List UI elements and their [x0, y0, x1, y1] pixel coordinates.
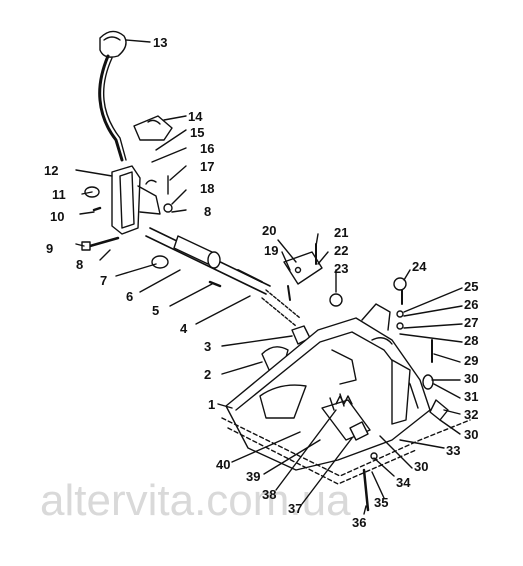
callout-27: 27 [464, 315, 479, 330]
callout-3: 3 [204, 339, 212, 354]
lever-knob [99, 30, 127, 58]
callout-5: 5 [152, 303, 160, 318]
callout-17: 17 [200, 159, 215, 174]
callout-39: 39 [246, 469, 261, 484]
callout-4: 4 [180, 321, 188, 336]
washer [163, 203, 173, 213]
callout-20: 20 [262, 223, 277, 238]
callout-15: 15 [190, 125, 205, 140]
callout-10: 10 [50, 209, 65, 224]
callout-8-lower: 8 [76, 257, 84, 272]
callout-14: 14 [188, 109, 203, 124]
callout-36: 36 [352, 515, 367, 530]
callout-34: 34 [396, 475, 411, 490]
callout-25: 25 [464, 279, 479, 294]
callout-30-b: 30 [464, 427, 479, 442]
callout-21: 21 [334, 225, 349, 240]
callout-13: 13 [153, 35, 168, 50]
callout-22: 22 [334, 243, 349, 258]
callout-38: 38 [262, 487, 277, 502]
callout-6: 6 [126, 289, 134, 304]
callout-9: 9 [46, 241, 54, 256]
gearbox-cover [225, 317, 431, 471]
callout-2: 2 [204, 367, 212, 382]
callout-11: 11 [52, 187, 66, 202]
callout-35: 35 [374, 495, 389, 510]
watermark-text: altervita.com.ua [40, 476, 351, 525]
stud-36 [362, 468, 370, 512]
callout-30-c: 30 [414, 459, 429, 474]
o-ring-7 [151, 255, 169, 269]
callout-7: 7 [100, 273, 108, 288]
callout-31: 31 [464, 389, 479, 404]
lever-housing [111, 165, 141, 235]
callout-32: 32 [464, 407, 479, 422]
callout-26: 26 [464, 297, 479, 312]
gear-lever-rod [98, 54, 124, 162]
callout-30-a: 30 [464, 371, 479, 386]
callout-16: 16 [200, 141, 215, 156]
callout-18: 18 [200, 181, 215, 196]
callout-40: 40 [216, 457, 231, 472]
callout-12: 12 [44, 163, 59, 178]
callout-8-upper: 8 [204, 204, 212, 219]
callout-24: 24 [412, 259, 427, 274]
callout-29: 29 [464, 353, 479, 368]
callout-33: 33 [446, 443, 461, 458]
callout-23: 23 [334, 261, 349, 276]
gasket [221, 417, 471, 477]
callout-19: 19 [264, 243, 279, 258]
callout-1: 1 [208, 397, 216, 412]
rubber-boot [133, 115, 173, 141]
callout-37: 37 [288, 501, 303, 516]
bolt-9 [88, 236, 120, 248]
ring-11 [84, 186, 100, 198]
callout-28: 28 [464, 333, 479, 348]
